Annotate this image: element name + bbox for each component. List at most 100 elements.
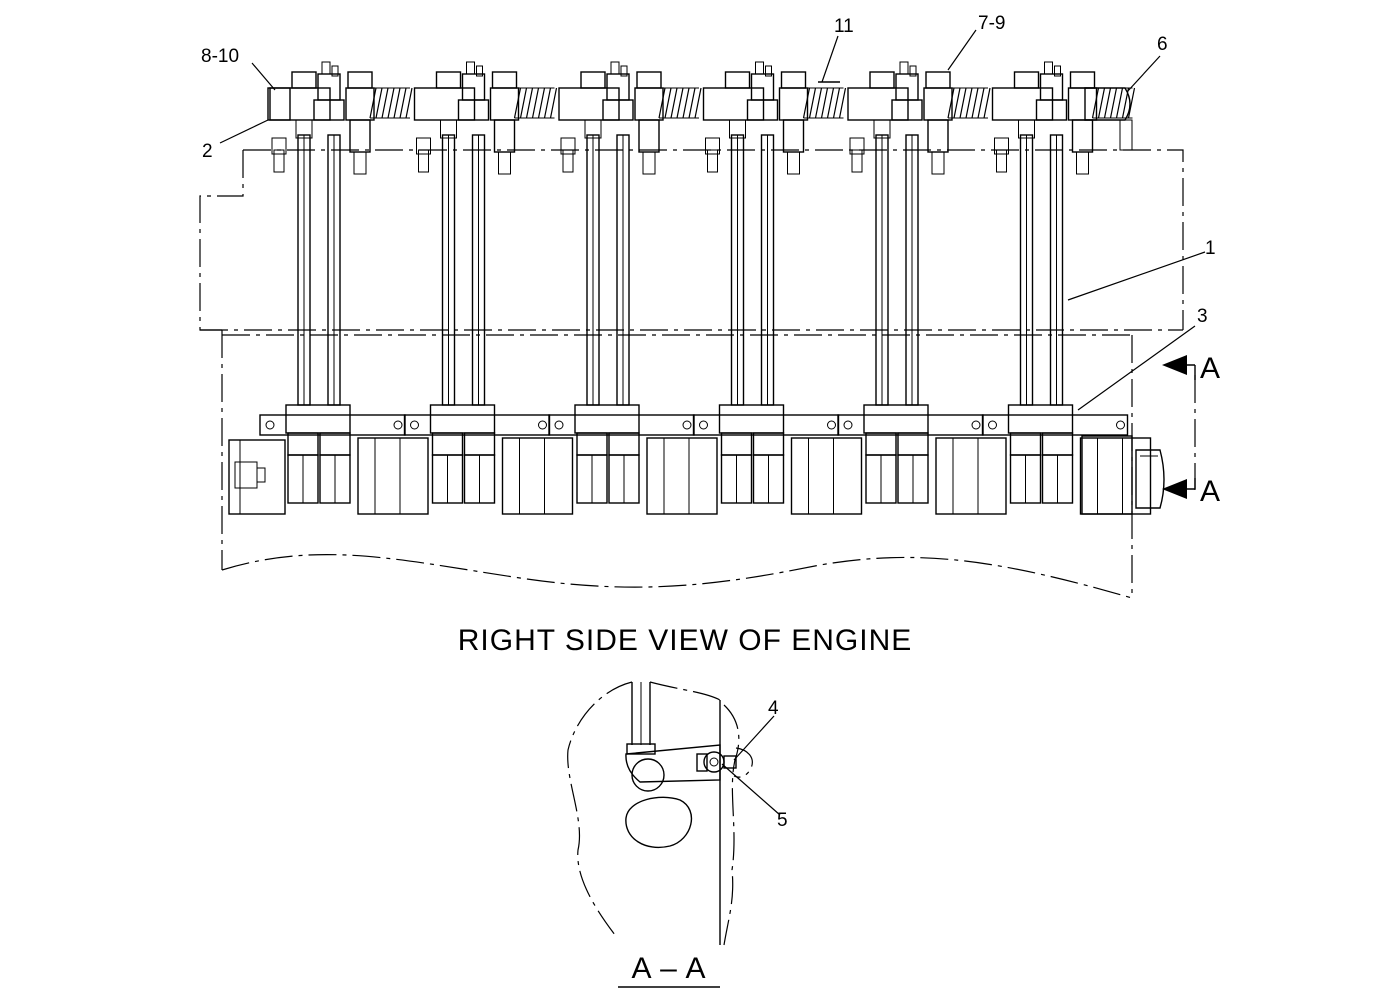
lifter-guide-bracket: [692, 414, 840, 436]
view-title: RIGHT SIDE VIEW OF ENGINE: [458, 624, 913, 657]
pedestal-stud: [1076, 151, 1089, 175]
bracket-bolt: [827, 420, 836, 430]
pedestal-bolt-head: [780, 71, 807, 89]
rocker-arm-group: [702, 61, 809, 175]
adjusting-screw: [271, 137, 287, 155]
lifter-roller: [631, 758, 665, 792]
pedestal-bolt-head: [491, 71, 518, 89]
callout-8-10: 8-10: [201, 46, 239, 67]
section-title: A – A: [631, 952, 706, 985]
pushrods: [297, 134, 1064, 406]
bracket-bolt: [393, 420, 403, 430]
bracket-bolt: [988, 420, 997, 430]
callout-5: 5: [777, 810, 788, 831]
callout-11: 11: [834, 16, 854, 37]
lifter-group: [837, 404, 984, 504]
callout-labels: 8-10 2 11 7-9 6 1 3: [201, 13, 1216, 327]
bracket-bolt-head: [869, 71, 895, 89]
bracket-bolt: [843, 420, 853, 430]
adjusting-screw: [994, 137, 1009, 155]
rocker-adjuster: [895, 73, 919, 101]
lifter-guide: [863, 404, 929, 434]
rocker-shaft-front-end: [267, 87, 291, 121]
adjusting-screw: [705, 137, 720, 155]
rocker-arm: [413, 87, 476, 121]
section-arrow-top: [1162, 355, 1187, 375]
lifter-group: [548, 404, 695, 504]
rocker-arm: [558, 87, 620, 121]
lifter-group: [692, 404, 840, 504]
pedestal-bolt-head: [1069, 71, 1096, 89]
adjusting-screw: [849, 137, 865, 155]
lifter-guide: [285, 404, 351, 434]
lifter-group: [403, 404, 551, 504]
lifter-group: [259, 404, 406, 504]
bracket-bolt: [554, 420, 564, 430]
rocker-pedestal: [489, 87, 520, 121]
adjusting-screw: [560, 137, 576, 155]
bracket-bolt-head: [1013, 71, 1040, 89]
rocker-pedestal: [1067, 87, 1098, 121]
callout-4: 4: [768, 698, 779, 719]
section-a-a-detail: 4 5 A – A: [567, 681, 788, 988]
rocker-shaft-spring: [1091, 87, 1136, 119]
rocker-arm: [702, 87, 765, 121]
rocker-arm: [847, 87, 909, 121]
lifter-group: [981, 404, 1129, 504]
bracket-bolt: [971, 420, 981, 430]
lifter-guide: [574, 404, 640, 434]
pedestal-bolt-head: [636, 71, 662, 89]
rocker-adjuster: [461, 73, 486, 101]
pedestal-stud: [931, 151, 945, 175]
rocker-arm-group: [991, 61, 1098, 175]
bracket-bolt: [265, 420, 275, 430]
leader-lines: [219, 29, 1206, 411]
lifter-guide: [1007, 404, 1074, 434]
rocker-shaft-spring: [513, 87, 558, 119]
lifter-guide-bracket: [259, 414, 406, 436]
bracket-bolt-head: [580, 71, 606, 89]
pedestal-bolt-head: [925, 71, 951, 89]
section-indicator: A A: [1162, 352, 1220, 508]
rocker-shaft-spring: [369, 87, 413, 119]
rocker-arm-group: [413, 61, 520, 175]
section-letter-top: A: [1200, 352, 1220, 385]
rocker-shaft-end-cap: [1084, 87, 1133, 151]
rocker-arm-group: [269, 61, 375, 175]
rocker-adjuster: [317, 73, 341, 101]
pedestal-stud: [353, 151, 367, 175]
callout-6: 6: [1157, 34, 1168, 55]
bracket-bolt-head: [435, 71, 462, 89]
callout-7-9: 7-9: [978, 13, 1005, 34]
lifter-arm: [625, 744, 721, 783]
pedestal-stud: [642, 151, 656, 175]
rocker-pedestal: [923, 87, 953, 121]
camshaft-journal: [790, 437, 863, 515]
bracket-bolt-head: [291, 71, 317, 89]
rocker-adjuster: [606, 73, 630, 101]
bracket-bolt: [682, 420, 692, 430]
rocker-pedestal: [778, 87, 809, 121]
pedestal-bolt-head: [347, 71, 373, 89]
lifter-guide-bracket: [837, 414, 984, 436]
camshaft-rear-end: [1081, 435, 1165, 515]
bracket-bolt-head: [724, 71, 751, 89]
lifter-guide-bracket: [548, 414, 695, 436]
callout-1: 1: [1205, 238, 1216, 259]
valve-lifter-row: [259, 404, 1152, 515]
rocker-pedestal: [345, 87, 375, 121]
camshaft-journal: [935, 437, 1007, 515]
callout-2: 2: [202, 141, 213, 162]
camshaft-journal: [501, 437, 574, 515]
camshaft-journal: [646, 437, 718, 515]
camshaft-journal: [357, 437, 429, 515]
rocker-shaft-spring: [658, 87, 702, 119]
lifter-guide-bracket: [981, 414, 1129, 436]
bracket-bolt: [1116, 420, 1125, 430]
rocker-arm-group: [847, 61, 953, 175]
pedestal-stud: [498, 151, 511, 175]
pedestal-stud: [787, 151, 800, 175]
engine-block-outline: [199, 149, 1184, 599]
lifter-guide: [429, 404, 496, 434]
